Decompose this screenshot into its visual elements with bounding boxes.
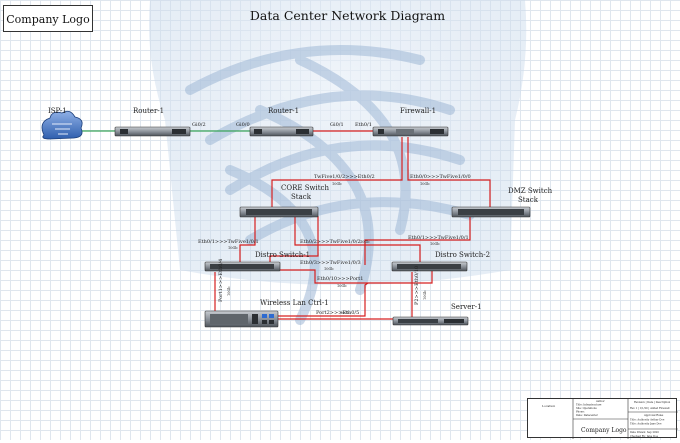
router2-icon	[249, 126, 314, 137]
device-label-isp: ISP-1	[48, 107, 67, 115]
port-sub-d2-core: 10Gb	[360, 240, 370, 244]
port-label-d1-d2: Eth0/10>>>Port1	[317, 276, 363, 282]
device-label-server: Server-1	[451, 303, 482, 311]
device-label-core-2: Stack	[291, 193, 312, 201]
tb-col2-row2: Site: Operations	[576, 407, 597, 410]
link-dmz-distro2	[364, 216, 471, 265]
port-label-dmz-d2: Eth0/1>>>TwFive1/0/1	[408, 235, 469, 241]
tb-col2-row1: Title: Infrastructure	[576, 404, 602, 407]
device-label-wlc: Wireless Lan Ctrl-1	[260, 299, 329, 307]
port-sub-wlc-d1: 10Gb	[227, 286, 231, 296]
device-label-firewall: Firewall-1	[400, 107, 436, 115]
tb-col3-row4: Title: Authority Jane Doe	[630, 423, 662, 426]
port-label-wlc-d1: Port1>>>Eth0/4	[218, 259, 224, 302]
title-block: Location Author Title: Infrastructure Si…	[527, 398, 678, 439]
device-label-core-1: CORE Switch	[281, 184, 329, 192]
port-label-dmz-uplink: Eth0/0>>>TwFive1/0/0	[410, 174, 471, 180]
port-label-d1-core: Eth0/1>>>TwFive1/0/1	[198, 239, 259, 245]
core-switch-icon	[239, 206, 319, 218]
link-wlc-distro2	[275, 282, 369, 317]
port-label-fw-eth01: Eth0/1	[355, 122, 372, 128]
isp-cloud-icon	[41, 110, 83, 140]
port-label-d1-core2: Eth0/3>>>TwFive1/0/3	[300, 260, 361, 266]
port-label-wlc-d2: Port2>>>Eth0/5	[316, 310, 359, 316]
device-label-dmz-2: Stack	[518, 196, 539, 204]
tb-col2-row4: Date: Datacenter	[576, 414, 599, 417]
tb-col2-row0: Author	[595, 400, 606, 403]
dmz-switch-icon	[451, 206, 531, 218]
tb-col2-row3: Phone:	[576, 411, 585, 414]
port-sub-core-uplink: 10Gb	[332, 182, 342, 186]
port-sub-server-d2: 10Gb	[423, 290, 427, 300]
title-block-grid: Location Author Title: Infrastructure Si…	[542, 399, 678, 439]
wlc-icon	[204, 310, 279, 328]
device-label-distro2: Distro Switch-2	[435, 251, 490, 259]
link-distro1-distro2	[280, 269, 433, 284]
port-label-server-d2: P2>>>Eth0/10	[414, 266, 420, 305]
link-firewall-dmz	[407, 137, 491, 209]
port-label-core-uplink: TwFive1/0/2>>>Eth0/2	[314, 174, 375, 180]
port-label-d2-core: Eth0/2>>>TwFive1/0/2	[300, 239, 361, 245]
distro2-switch-icon	[391, 261, 468, 272]
link-core-distro1	[239, 216, 256, 265]
port-sub-d1-d2: 10Gb	[337, 284, 347, 288]
tb-location: Location	[542, 404, 555, 408]
tb-col3-row2: Approval Rules	[643, 414, 664, 417]
device-label-dmz-1: DMZ Switch	[508, 187, 553, 195]
network-links	[75, 130, 491, 320]
device-label-router1: Router-1	[133, 107, 164, 115]
port-label-r1-gi02: Gi0/2	[192, 122, 206, 128]
page-title: Data Center Network Diagram	[249, 8, 446, 23]
tb-col3-row5: Date Drawn: Sep 2020	[630, 431, 659, 434]
server-icon	[392, 316, 469, 326]
device-label-distro1: Distro Switch-1	[255, 251, 310, 259]
device-label-router2: Router-1	[268, 107, 299, 115]
company-logo: Company Logo	[3, 5, 93, 32]
port-sub-wlc-d2: 10Gb	[340, 311, 350, 315]
port-sub-d1-core2: 10Gb	[324, 267, 334, 271]
link-core-distro2	[294, 216, 421, 265]
distro1-switch-icon	[204, 261, 281, 272]
port-sub-dmz-d2: 10Gb	[430, 242, 440, 246]
port-sub-d1-core: 10Gb	[228, 246, 238, 250]
tb-col3-row1: Rev 1 | 1/1/20 | Added Firewall	[630, 407, 670, 410]
router1-icon	[114, 126, 191, 137]
port-sub-dmz-uplink: 10Gb	[420, 182, 430, 186]
port-label-r2-gi00: Gi0/0	[236, 122, 250, 128]
link-distro1-core2	[269, 216, 319, 265]
tb-logo: Company Logo	[581, 427, 627, 434]
tb-col3-row6: Checked By: Jane Doe	[630, 435, 659, 438]
link-firewall-core	[271, 137, 403, 209]
firewall-icon	[372, 126, 449, 137]
tb-col3-row0: Revision | Date | Description	[634, 401, 671, 404]
tb-col3-row3: Title: Authority Arthur Doe	[630, 419, 665, 422]
port-label-r2-gi01: Gi0/1	[330, 122, 344, 128]
